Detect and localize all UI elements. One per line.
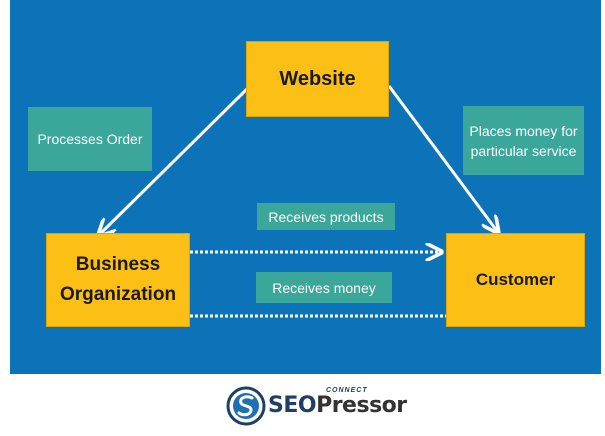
receives-money-label: Receives money [256,272,392,303]
business-node-label-line1: Business [75,254,161,275]
business-node-label-line2: Organization [59,284,177,305]
seopressor-logo: CONNECT SEOPressor [226,382,407,430]
website-node-label: Website [279,67,356,90]
places-money-label: Places money for particular service [463,106,584,175]
seopressor-s-logo-icon [226,386,266,426]
receives-products-label: Receives products [257,203,395,230]
customer-node-label: Customer [475,270,556,289]
logo-connect-text: CONNECT [326,387,368,394]
arrow-website-to-customer [387,85,497,231]
processes-order-label: Processes Order [28,107,152,171]
website-node: Website [246,41,389,117]
arrow-website-to-business [100,86,250,234]
business-organization-node: Business Organization [46,233,190,327]
logo-wordmark: SEOPressor [268,393,407,418]
customer-node: Customer [446,233,585,327]
